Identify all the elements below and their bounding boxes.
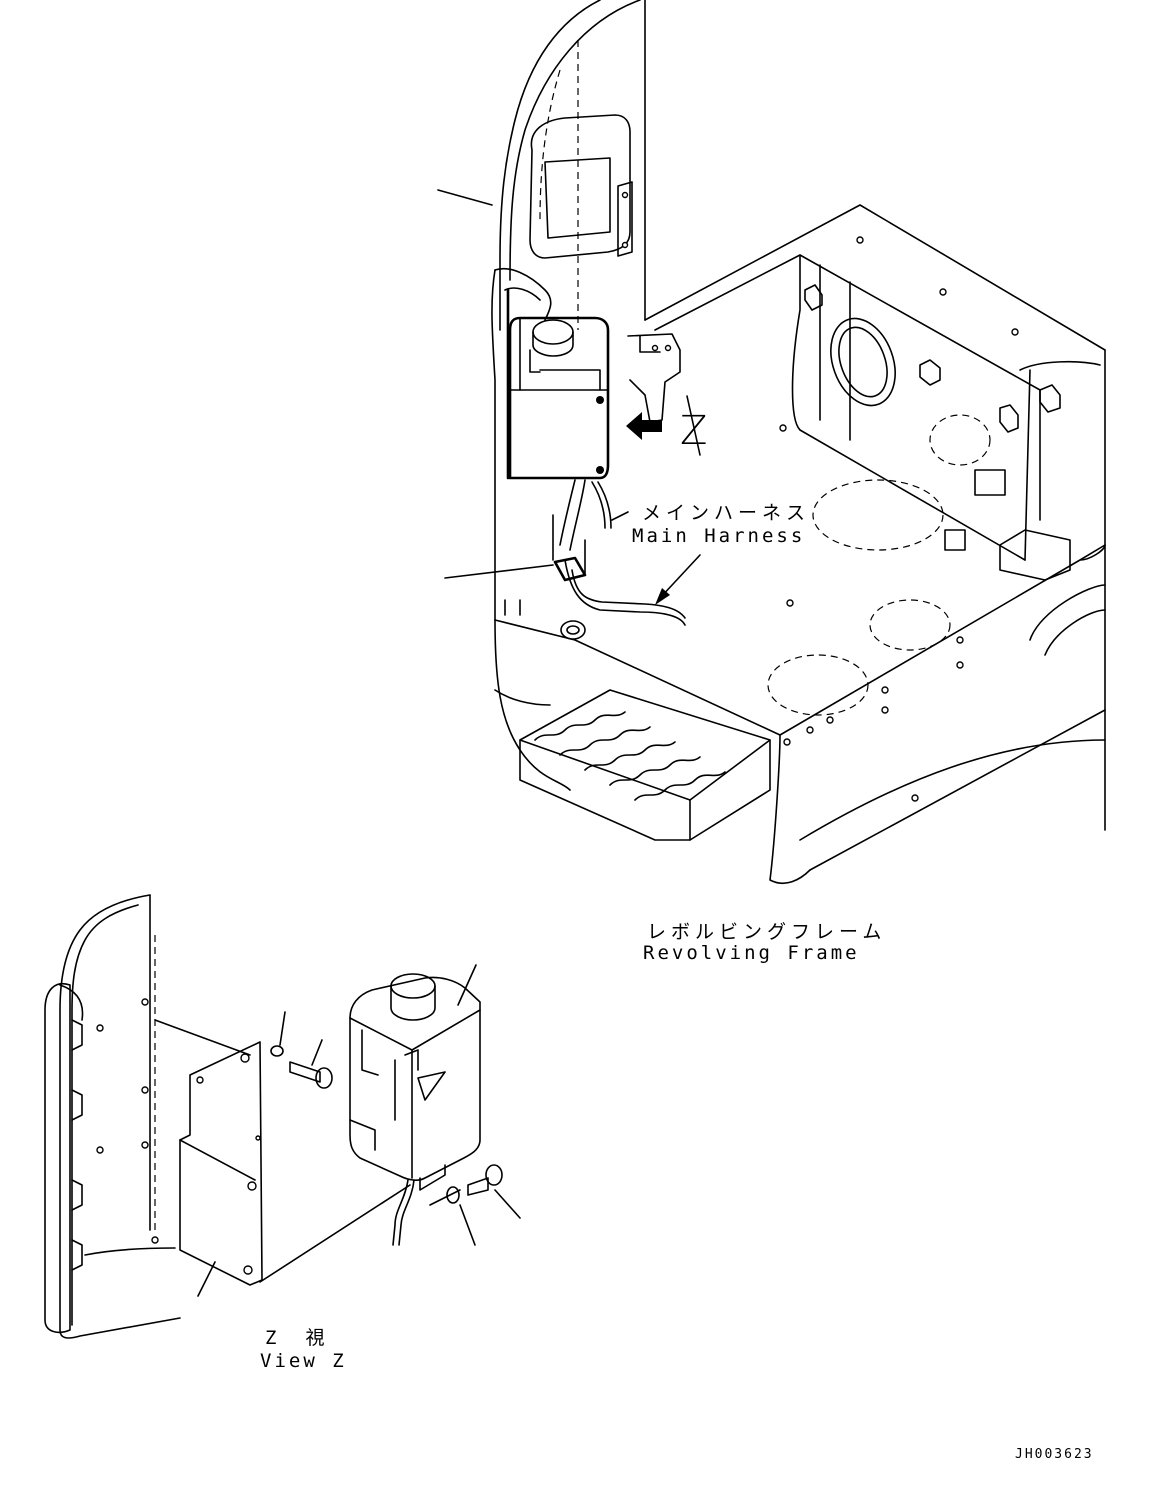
- revolving-frame: [494, 204, 1106, 885]
- clamp-upper: [553, 556, 587, 582]
- view-z-label-jp: Z 視: [265, 1327, 330, 1349]
- door-handle: [617, 181, 633, 257]
- harness-wires: [552, 479, 686, 626]
- leader-lines-upper: [437, 189, 701, 605]
- view-z-label-en: View Z: [260, 1350, 347, 1372]
- main-harness-label-en: Main Harness: [632, 525, 806, 547]
- washer-tank: [506, 288, 610, 480]
- washer-tank-exploded: [349, 973, 481, 1246]
- cab-window: [529, 114, 631, 259]
- revolving-frame-label-jp: レボルビングフレーム: [647, 921, 887, 943]
- drawing-code: JH003623: [1015, 1447, 1094, 1462]
- cab-side-panel: [491, 0, 646, 791]
- bolt-ring: [560, 620, 586, 640]
- revolving-frame-label-en: Revolving Frame: [643, 942, 860, 964]
- bolt-upper: [270, 1045, 333, 1089]
- view-z-panel: [44, 894, 181, 1339]
- tank-bracket: [627, 333, 681, 423]
- z-view-marker: Z: [680, 408, 708, 454]
- bolt-lower: [446, 1164, 503, 1204]
- cover-plate: [179, 1041, 263, 1286]
- z-view-arrow: [626, 412, 662, 440]
- leader-lines-lower: [154, 964, 521, 1297]
- step-plate: [519, 689, 771, 841]
- main-harness-label-jp: メインハーネス: [642, 502, 811, 524]
- frame-openings: [767, 317, 991, 716]
- frame-fittings: [779, 236, 1071, 802]
